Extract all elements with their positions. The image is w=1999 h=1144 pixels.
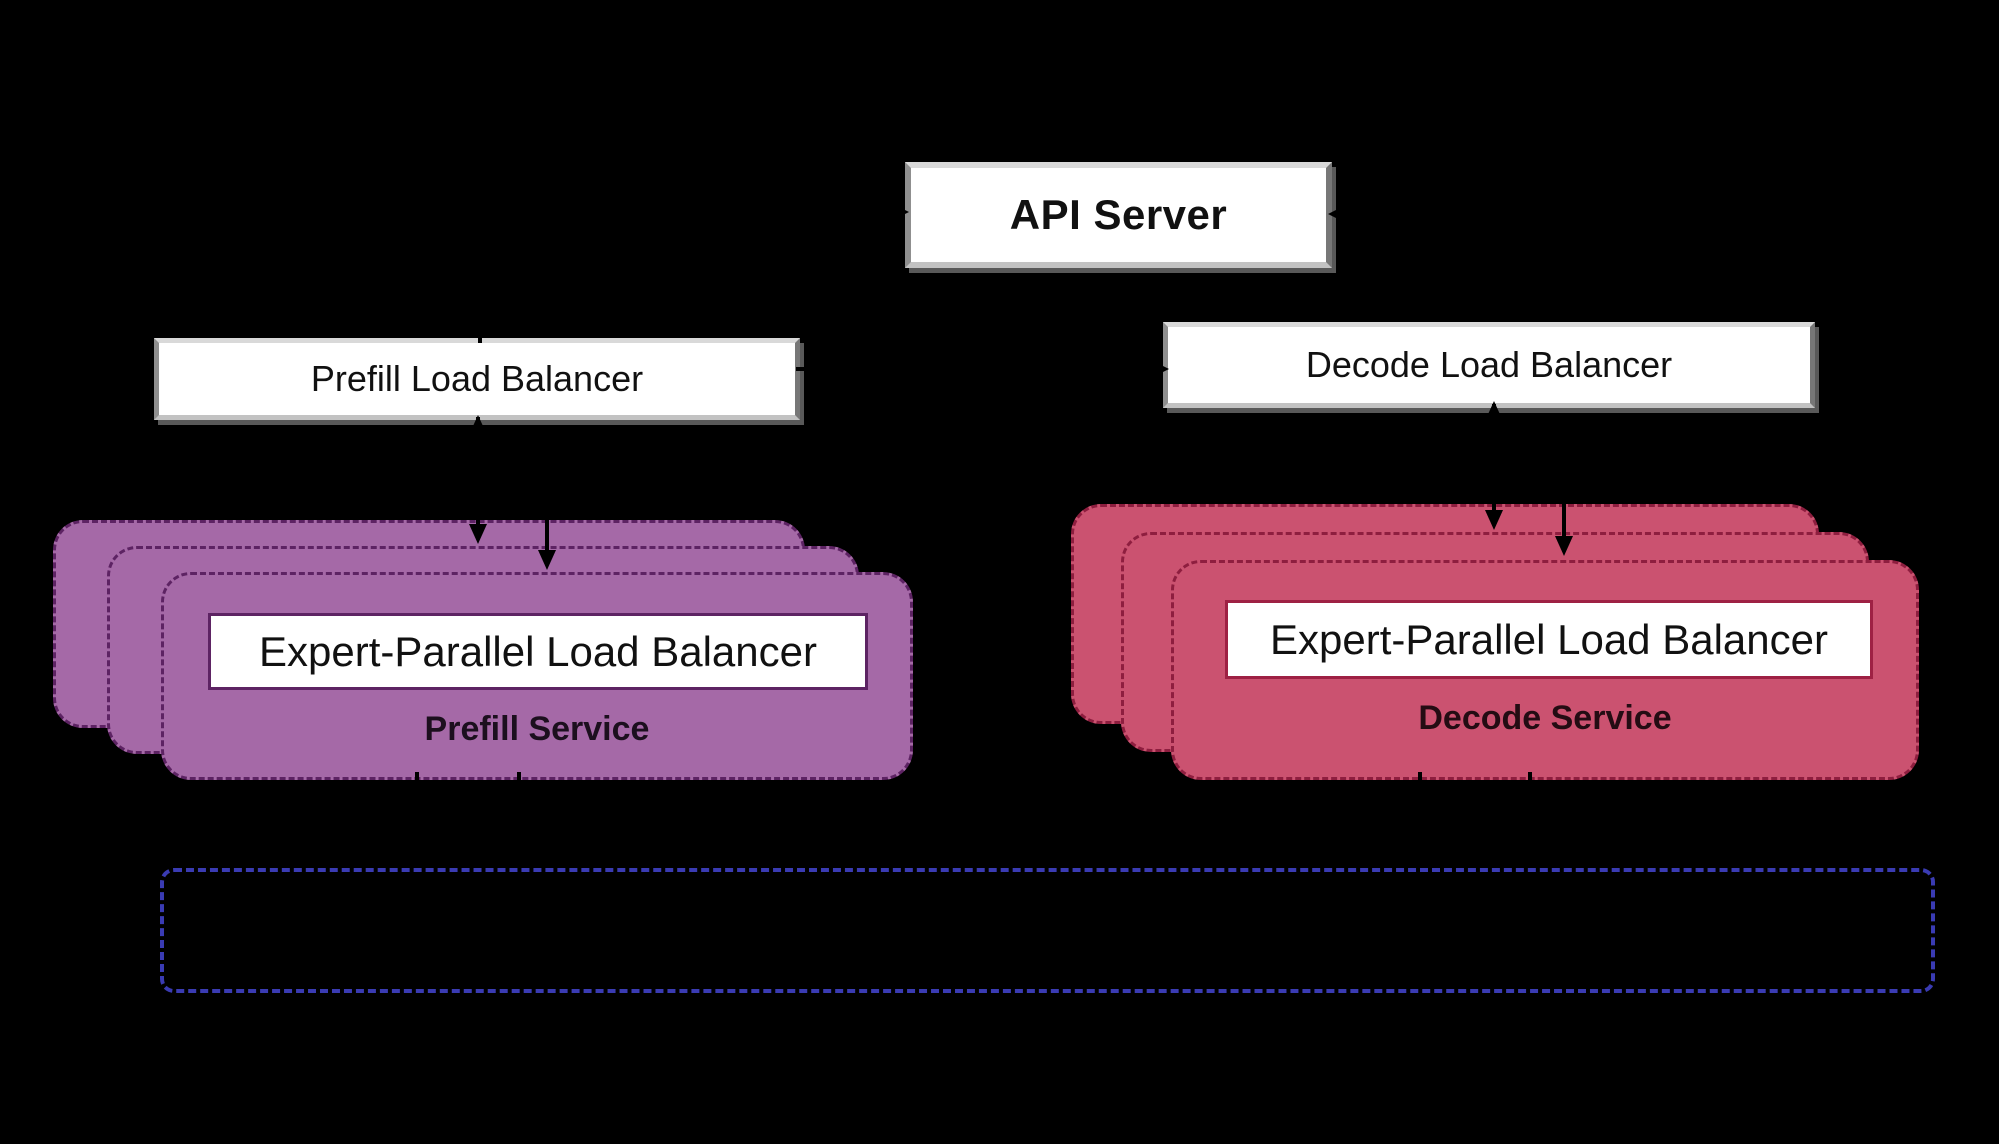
- api-server-node: API Server: [905, 162, 1332, 268]
- arrow-decode-service-to-worker-pool-1: [1411, 772, 1429, 864]
- prefill-service-label: Prefill Service: [424, 710, 650, 748]
- prefill-expert-parallel-lb-node: Expert-Parallel Load Balancer: [208, 613, 868, 690]
- decode-load-balancer-node: Decode Load Balancer: [1163, 322, 1815, 408]
- worker-pool-dashed-box: [160, 868, 1935, 993]
- arrow-prefill-service-to-worker-pool-2: [510, 772, 528, 864]
- decode-load-balancer-label: Decode Load Balancer: [1305, 344, 1673, 385]
- arrow-prefill-lb-to-decode-lb: [796, 360, 1169, 378]
- arrow-prefill-service-to-worker-pool-1: [408, 772, 426, 864]
- arrowhead-down-icon: [510, 844, 528, 864]
- prefill-expert-parallel-lb-label: Expert-Parallel Load Balancer: [259, 627, 817, 675]
- decode-service-label: Decode Service: [1418, 699, 1672, 737]
- arrowhead-down-icon: [1411, 844, 1429, 864]
- api-server-label: API Server: [1009, 191, 1228, 238]
- arrowhead-down-icon: [408, 844, 426, 864]
- decode-expert-parallel-lb-node: Expert-Parallel Load Balancer: [1225, 600, 1873, 679]
- arrow-decode-lb-to-api-server: [1328, 205, 1492, 318]
- prefill-load-balancer-label: Prefill Load Balancer: [310, 358, 644, 399]
- arrow-prefill-lb-to-api-server: [478, 203, 909, 343]
- prefill-load-balancer-node: Prefill Load Balancer: [154, 338, 800, 420]
- decode-expert-parallel-lb-label: Expert-Parallel Load Balancer: [1270, 615, 1828, 663]
- arrowhead-down-icon: [1521, 844, 1539, 864]
- arrow-decode-service-to-worker-pool-2: [1521, 772, 1539, 864]
